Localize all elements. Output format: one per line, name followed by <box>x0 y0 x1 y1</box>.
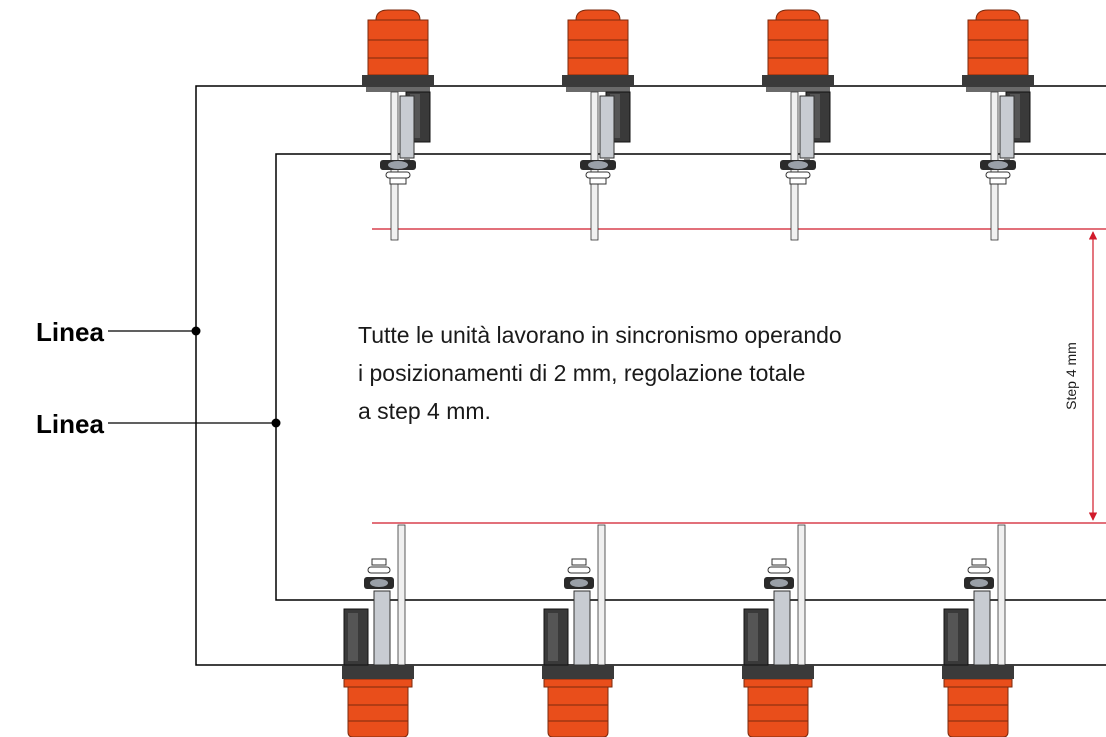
linea-inner-callout: Linea <box>36 409 281 439</box>
bottom-unit-2 <box>541 524 615 737</box>
top-unit-2 <box>561 9 635 241</box>
top-units <box>361 9 1035 241</box>
description-line-1: Tutte le unità lavorano in sincronismo o… <box>358 322 842 348</box>
description-line-3: a step 4 mm. <box>358 398 491 424</box>
bottom-unit-3 <box>741 524 815 737</box>
top-unit-4 <box>961 9 1035 241</box>
linea-inner-label: Linea <box>36 409 104 439</box>
linea-outer-callout: Linea <box>36 317 201 347</box>
top-unit-1 <box>361 9 435 241</box>
outer-line-frame <box>195 85 1106 666</box>
top-unit-3 <box>761 9 835 241</box>
bottom-unit-1 <box>341 524 415 737</box>
step-label: Step 4 mm <box>1063 342 1079 410</box>
linea-outer-label: Linea <box>36 317 104 347</box>
description: Tutte le unità lavorano in sincronismo o… <box>358 322 842 424</box>
bottom-unit-4 <box>941 524 1015 737</box>
description-line-2: i posizionamenti di 2 mm, regolazione to… <box>358 360 805 386</box>
linea-inner-junction <box>271 418 281 428</box>
inner-line-frame <box>275 153 1106 601</box>
linea-outer-junction <box>191 326 201 336</box>
bottom-units <box>341 524 1015 737</box>
